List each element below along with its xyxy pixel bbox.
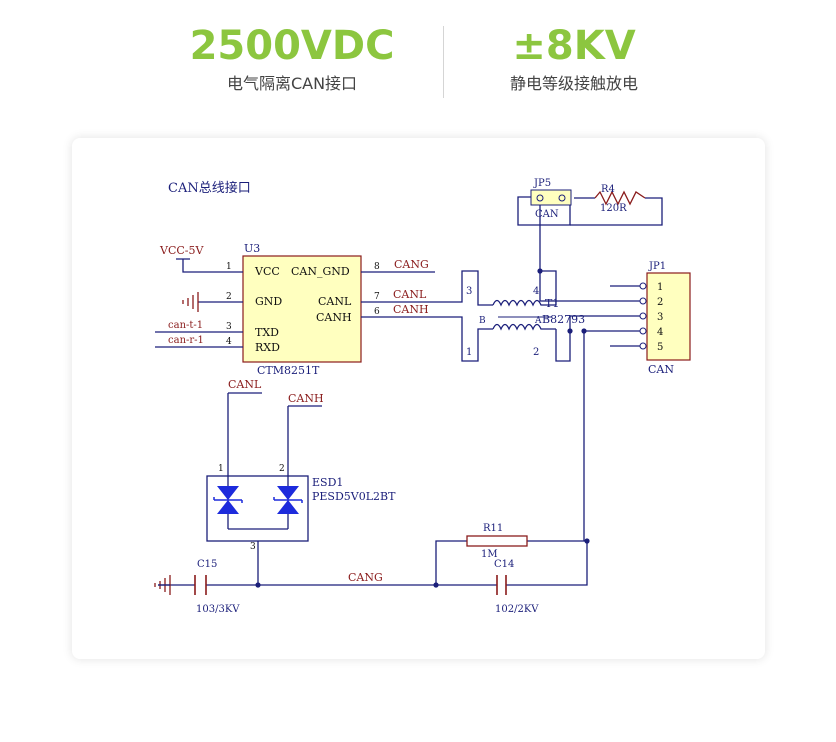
net-esd-canl: CANL	[228, 378, 262, 391]
c14-value: 102/2KV	[495, 604, 539, 615]
wires	[155, 196, 663, 586]
u3-pin-vcc-name: VCC	[254, 265, 280, 278]
jp1-connector: JP1 1 2 3 4 5 CAN	[639, 261, 691, 376]
spec-divider	[443, 26, 444, 98]
net-bottom-cang: CANG	[348, 571, 383, 584]
jp1-pin1: 1	[657, 282, 663, 293]
schematic-title: CAN总线接口	[168, 180, 251, 196]
esd1-pin2: 2	[279, 464, 285, 474]
t1-part: B82793	[542, 313, 585, 326]
net-can-t: can-t-1	[168, 320, 203, 331]
t1-pin3: 3	[466, 286, 472, 297]
net-canl: CANL	[393, 288, 427, 301]
r11-value: 1M	[481, 549, 498, 560]
t1-ref: T1	[545, 297, 559, 310]
junctions	[255, 268, 590, 588]
u3-pin-rxd-name: RXD	[255, 341, 280, 354]
jp5-jumper: JP5 CAN	[530, 178, 572, 220]
jp5-label: CAN	[535, 209, 559, 220]
r11-ref: R11	[483, 523, 503, 534]
jp1-ref: JP1	[648, 261, 666, 272]
u3-body	[242, 255, 362, 363]
ground-icon	[182, 292, 199, 312]
t1-transformer: 3 4 1 2 B A T1 B82793	[466, 286, 585, 358]
r4-ref: R4	[601, 184, 615, 195]
esd1-part: PESD5V0L2BT	[312, 490, 396, 503]
jp5-ref: JP5	[533, 178, 551, 189]
r4-value: 120R	[600, 203, 627, 214]
c14-capacitor: C14 102/2KV	[494, 559, 539, 615]
net-can-r: can-r-1	[168, 335, 204, 346]
r11-resistor: R11 1M	[466, 523, 528, 560]
jp1-label: CAN	[648, 363, 674, 376]
net-esd-canh: CANH	[288, 392, 324, 405]
spec-esd-value: ±8KV	[512, 23, 636, 69]
u3-pin7-num: 7	[374, 292, 380, 302]
spec-isolation-label: 电气隔离CAN接口	[226, 74, 358, 93]
net-cang: CANG	[394, 258, 429, 271]
u3-pin3-num: 3	[226, 322, 232, 332]
t1-pin2: 2	[533, 347, 539, 358]
u3-pin2-num: 2	[226, 292, 232, 302]
c14-ref: C14	[494, 559, 514, 570]
jp1-pin3: 3	[657, 312, 663, 323]
u3-ref: U3	[244, 242, 260, 255]
net-canh: CANH	[393, 303, 429, 316]
u3-pin8-num: 8	[374, 262, 380, 272]
jp1-pin2: 2	[657, 297, 663, 308]
u3-pin6-num: 6	[374, 307, 380, 317]
t1-pin4: 4	[533, 286, 539, 297]
t1-pin1: 1	[466, 347, 472, 358]
u3-pin4-num: 4	[226, 337, 232, 347]
esd1-ref: ESD1	[312, 476, 343, 489]
u3-pin-canh-name: CANH	[316, 311, 352, 324]
u3-pin-gnd-name: GND	[255, 295, 282, 308]
spec-esd-label: 静电等级接触放电	[509, 74, 638, 93]
jp1-pin5: 5	[657, 342, 663, 353]
u3-pin-cangnd-name: CAN_GND	[291, 265, 350, 278]
u3-pin1-num: 1	[226, 262, 232, 272]
t1-pin-a: A	[534, 316, 542, 326]
spec-isolation: 2500VDC 电气隔离CAN接口	[162, 22, 422, 96]
u3-part: CTM8251T	[257, 364, 320, 377]
jp1-pin4: 4	[657, 327, 663, 338]
t1-pin-b: B	[479, 316, 486, 326]
c15-ref: C15	[197, 559, 217, 570]
esd1-diode: 1 2 3 ESD1 PESD5V0L2BT	[206, 464, 396, 552]
u3-chip: U3 CTM8251T VCC GND TXD RXD CAN_GND CANL…	[226, 242, 380, 377]
u3-pin-canl-name: CANL	[318, 295, 352, 308]
r4-resistor: R4 120R	[594, 184, 646, 214]
esd1-pin1: 1	[218, 464, 224, 474]
c15-capacitor: C15 103/3KV	[194, 559, 240, 615]
esd1-pin3: 3	[250, 542, 256, 552]
spec-esd: ±8KV 静电等级接触放电	[444, 22, 704, 96]
net-vcc: VCC-5V	[159, 244, 204, 257]
spec-isolation-value: 2500VDC	[189, 23, 395, 69]
u3-pin-txd-name: TXD	[255, 326, 279, 339]
c15-value: 103/3KV	[196, 604, 240, 615]
